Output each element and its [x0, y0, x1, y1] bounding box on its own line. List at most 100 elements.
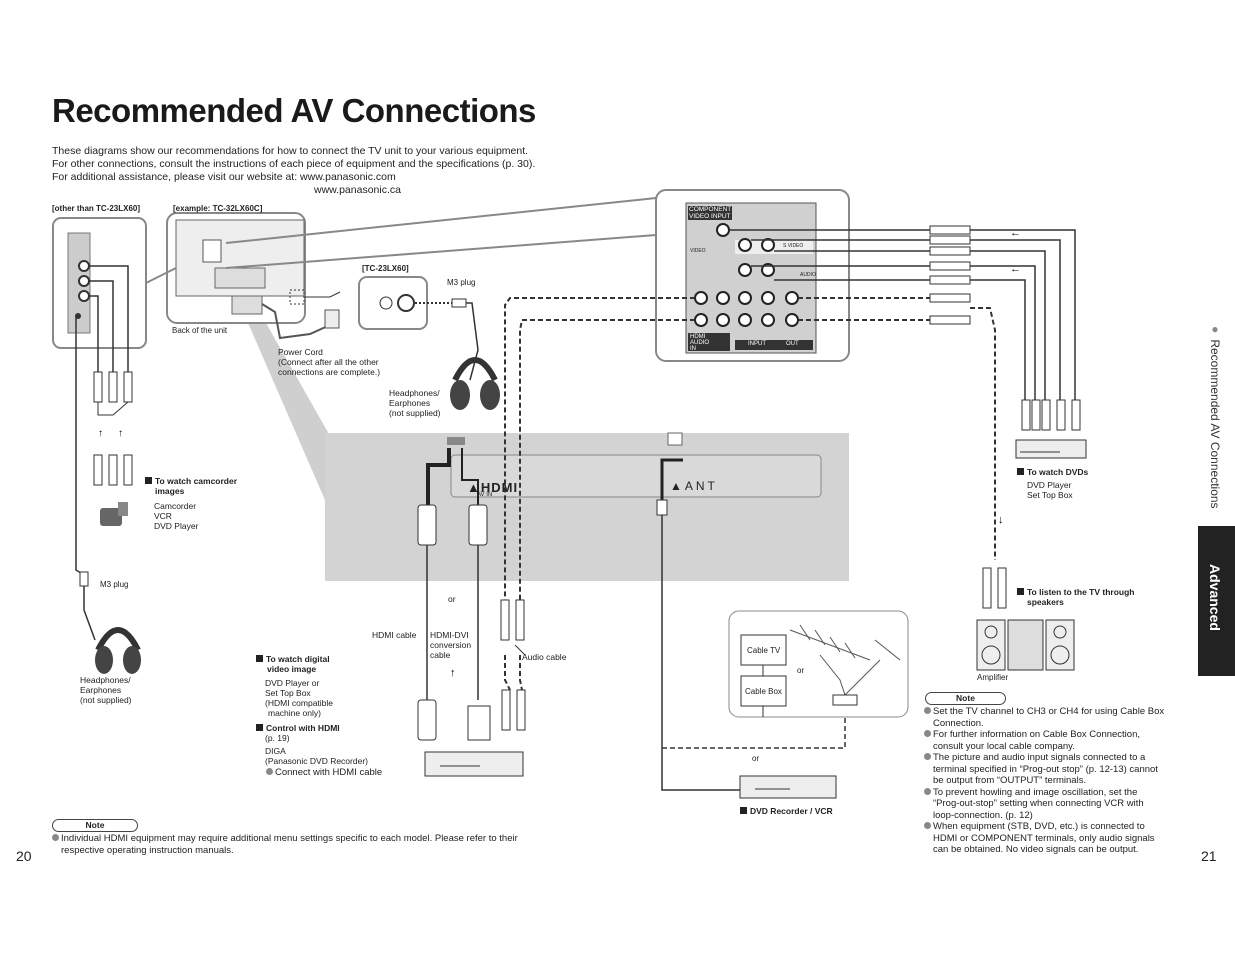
camcorder-heading: To watch camcorder images [145, 476, 237, 496]
text-line: images [155, 486, 185, 496]
note-item: The picture and audio input signals conn… [924, 752, 1194, 787]
label-out: OUT [786, 341, 799, 347]
advanced-tab: Advanced [1198, 526, 1235, 676]
text-line: DVD Recorder / VCR [750, 806, 833, 816]
text-line: consult your local cable company. [933, 740, 1075, 752]
label-hdmi-dvi: HDMI-DVI conversion cable [430, 630, 471, 660]
label-hdmi-cable: HDMI cable [372, 630, 417, 640]
bullet-square-icon [740, 807, 747, 814]
dvd-heading: To watch DVDs [1017, 467, 1088, 477]
text-line: The picture and audio input signals conn… [933, 752, 1146, 763]
sidebar-title: Recommended AV Connections [1208, 339, 1222, 509]
label-or: or [448, 594, 456, 604]
bullet-square-icon [1017, 588, 1024, 595]
text-line: For further information on Cable Box Con… [933, 729, 1140, 740]
bullet-dot-icon [924, 822, 931, 829]
dvd-list: DVD Player Set Top Box [1027, 480, 1073, 500]
bullet-dot-icon [924, 707, 931, 714]
list-item: Set Top Box [265, 688, 311, 698]
bullet-square-icon [256, 655, 263, 662]
bullet-square-icon [256, 724, 263, 731]
intro-line: For other connections, consult the instr… [52, 158, 536, 170]
label-video: VIDEO [690, 248, 706, 254]
text-line: DIGA [265, 746, 286, 756]
text-line: be output from “OUTPUT” terminals. [933, 775, 1087, 786]
text-line: To watch DVDs [1027, 467, 1089, 477]
text-line: Connect with HDMI cable [275, 767, 383, 778]
text-line: Control with HDMI [266, 723, 340, 733]
label-cable-tv: Cable TV [747, 646, 781, 655]
bullet-dot-icon [266, 768, 273, 775]
label-m3-plug-top: M3 plug [447, 278, 476, 287]
note-item: For further information on Cable Box Con… [924, 729, 1194, 752]
text-line: HDMI or COMPONENT terminals, only audio … [933, 832, 1155, 844]
diga-recorder-icon [424, 751, 524, 777]
text-line: HDMI [690, 334, 706, 340]
headphones-top-icon [450, 357, 500, 410]
note-right-title: Note [925, 692, 1006, 705]
label-audio: AUDIO [800, 272, 816, 278]
svg-text:↓: ↓ [998, 514, 1004, 526]
intro-text: These diagrams show our recommendations … [52, 145, 535, 197]
text-line: (Panasonic DVD Recorder) [265, 756, 368, 766]
ant-port [667, 432, 683, 446]
text-line: terminal specified in “Prog-out stop” (p… [933, 763, 1158, 775]
text-line: speakers [1027, 597, 1064, 607]
terminal-panel [685, 202, 817, 354]
text-line: Earphones [80, 685, 122, 695]
svg-text:↑: ↑ [118, 428, 123, 439]
text-line: video image [267, 664, 317, 674]
speakers-heading: To listen to the TV through speakers [1017, 587, 1135, 607]
svg-text:↑: ↑ [98, 428, 103, 439]
label-cable-box: Cable Box [745, 687, 782, 696]
bullet-dot-icon [924, 730, 931, 737]
text-line: respective operating instruction manuals… [61, 844, 234, 856]
text-line: Set the TV channel to CH3 or CH4 for usi… [933, 706, 1165, 717]
control-page: (p. 19) [265, 733, 290, 743]
text-line: “Prog-out-stop” setting when connecting … [933, 798, 1144, 809]
note-left-title: Note [52, 819, 138, 832]
text-line: (not supplied) [80, 695, 132, 705]
label-input: INPUT [748, 341, 766, 347]
label-example: [example: TC-32LX60C] [173, 204, 263, 213]
page-number-right: 21 [1201, 848, 1217, 864]
label-headphones-left: Headphones/ Earphones (not supplied) [80, 675, 132, 705]
text-line: To prevent howling and image oscillation… [933, 786, 1138, 798]
note-left-item: Individual HDMI equipment may require ad… [52, 833, 518, 856]
text-line: Power Cord [278, 347, 323, 357]
text-line: conversion [430, 640, 472, 650]
page-title: Recommended AV Connections [52, 92, 536, 129]
note-item: Set the TV channel to CH3 or CH4 for usi… [924, 706, 1194, 729]
bullet-square-icon [145, 477, 152, 484]
note-item: To prevent howling and image oscillation… [924, 787, 1194, 822]
list-item: Camcorder [154, 501, 197, 511]
svg-text:←: ← [1010, 263, 1021, 275]
label-back-of-unit: Back of the unit [172, 326, 228, 335]
text-line: cable [430, 650, 451, 660]
text-line: (not supplied) [389, 408, 441, 418]
text-line: Individual HDMI equipment may require ad… [61, 833, 518, 844]
label-headphones-top: Headphones/ Earphones (not supplied) [389, 388, 441, 418]
list-item: DVD Player [1027, 480, 1072, 490]
label-audio-cable: Audio cable [522, 652, 567, 662]
connect-hdmi-text: Connect with HDMI cable [266, 767, 382, 778]
camcorder-icon [100, 508, 122, 526]
hdmi-logo: ▲HDMI [467, 480, 519, 495]
text-line: Headphones/ [80, 675, 131, 685]
page-number-left: 20 [16, 848, 32, 864]
dvd-recorder-label: DVD Recorder / VCR [740, 806, 833, 816]
intro-line: These diagrams show our recommendations … [52, 145, 529, 157]
bullet-dot-icon [924, 787, 931, 795]
diga-text: DIGA (Panasonic DVD Recorder) [265, 746, 368, 766]
digital-heading: To watch digital video image [256, 654, 330, 674]
control-heading: Control with HDMI [256, 723, 340, 733]
sidebar-text: ● Recommended AV Connections [1208, 322, 1222, 509]
intro-line: For additional assistance, please visit … [52, 171, 396, 183]
list-item: (HDMI compatible [265, 698, 334, 708]
label-component: COMPONENT VIDEO INPUT [689, 206, 731, 220]
side-zoom-box [52, 217, 147, 349]
ant-label: ▲ANT [670, 479, 718, 493]
text-line: Headphones/ [389, 388, 440, 398]
amplifier-icon [976, 619, 1075, 671]
list-item: machine only) [268, 708, 321, 718]
